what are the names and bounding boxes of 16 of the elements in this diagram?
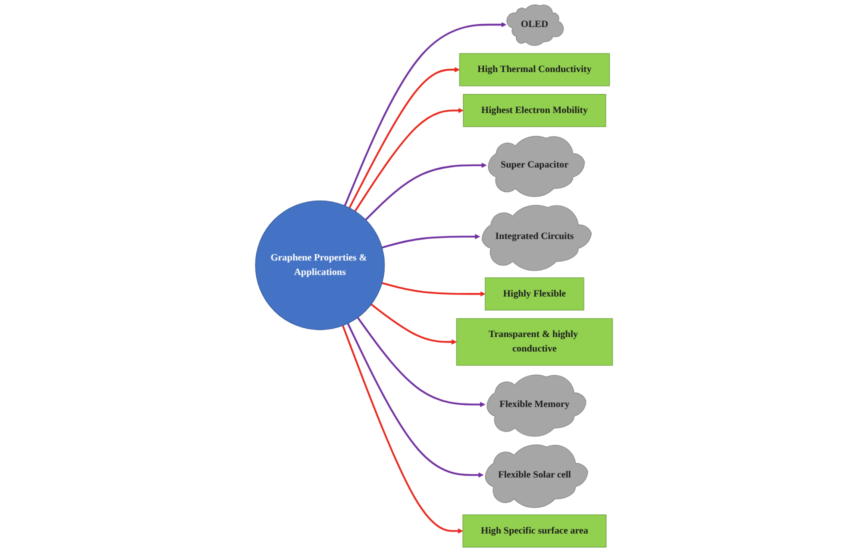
node-box: Highest Electron Mobility — [462, 94, 606, 127]
node-box: Transparent & highly conductive — [456, 318, 613, 366]
arrow — [347, 323, 484, 478]
node-box: High Thermal Conductivity — [459, 53, 610, 86]
node-box: High Specific surface area — [462, 514, 606, 548]
node-circle: Graphene Properties & Applications — [255, 200, 385, 330]
arrow — [348, 67, 460, 208]
arrow — [365, 162, 487, 220]
arrow — [357, 317, 486, 408]
arrow — [344, 22, 506, 206]
arrow — [382, 234, 480, 248]
arrow — [370, 304, 457, 345]
arrow — [354, 108, 464, 212]
arrow — [342, 325, 464, 534]
node-box: Highly Flexible — [484, 277, 584, 310]
arrow — [382, 282, 486, 297]
